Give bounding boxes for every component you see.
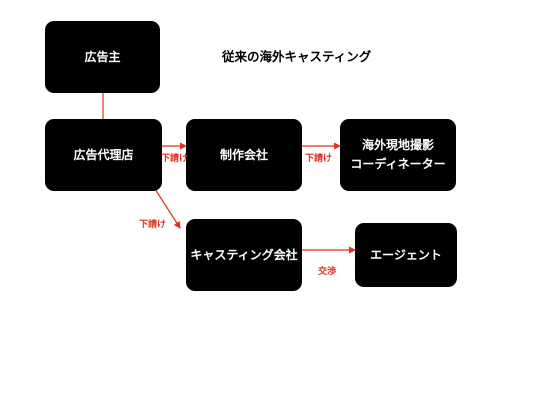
node-production-company-label: 制作会社 <box>219 147 268 162</box>
node-advertiser: 広告主 <box>45 21 160 93</box>
node-ad-agency-label: 広告代理店 <box>73 147 134 162</box>
diagram-title: 従来の海外キャスティング <box>222 49 372 64</box>
edge-label-agency-production: 下請け <box>161 154 189 164</box>
edge-label-casting-agent: 交渉 <box>318 267 337 277</box>
edge-label-agency-casting: 下請け <box>139 220 167 230</box>
node-overseas-coordinator-label-line2: コーディネーター <box>350 157 446 171</box>
node-production-company: 制作会社 <box>186 119 302 191</box>
node-casting-company: キャスティング会社 <box>186 219 302 291</box>
node-agent: エージェント <box>355 223 457 287</box>
node-overseas-coordinator: 海外現地撮影 コーディネーター <box>340 119 456 191</box>
node-casting-company-label: キャスティング会社 <box>190 247 298 262</box>
edge-label-production-coordinator: 下請け <box>305 154 333 164</box>
node-overseas-coordinator-label-line1: 海外現地撮影 <box>361 138 434 152</box>
node-ad-agency: 広告代理店 <box>45 119 162 191</box>
node-advertiser-label: 広告主 <box>84 49 121 64</box>
node-agent-label: エージェント <box>370 247 442 262</box>
